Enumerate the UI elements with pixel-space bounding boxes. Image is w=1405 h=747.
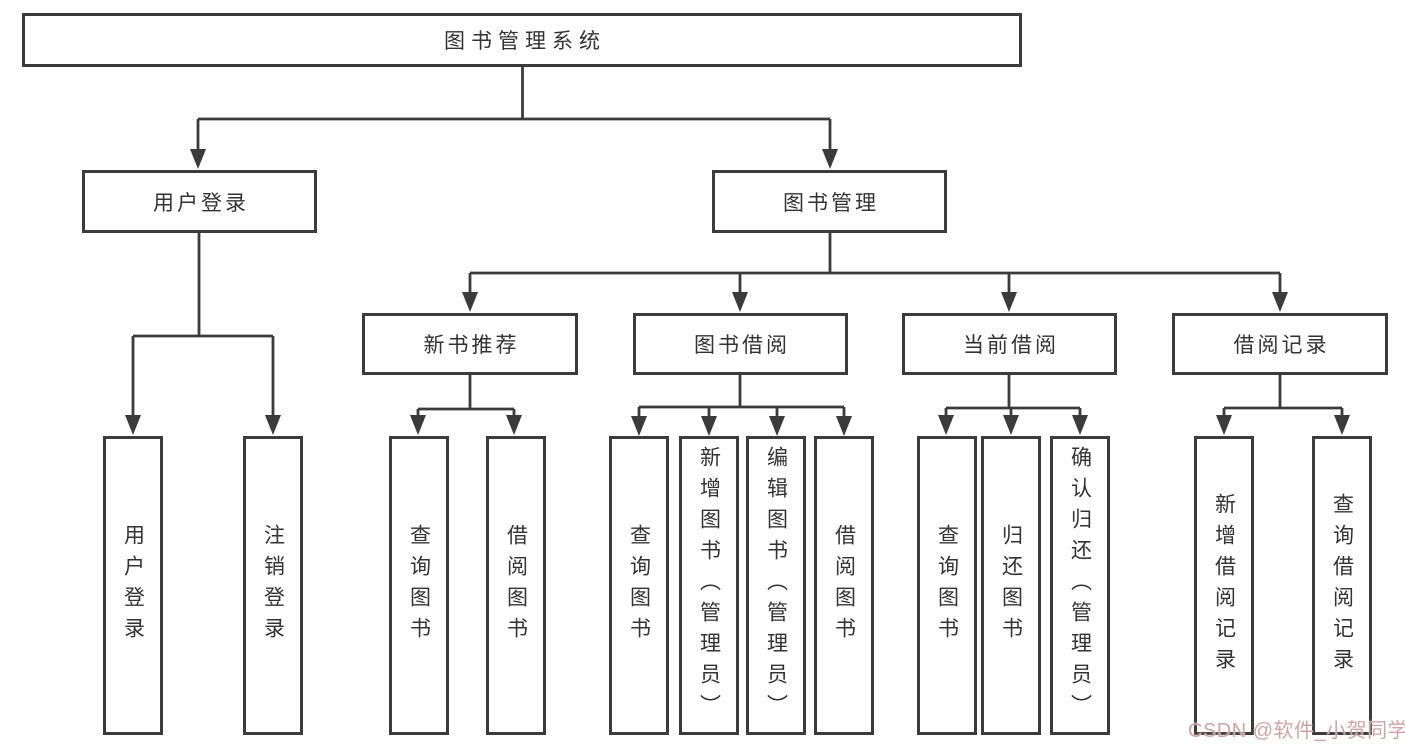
arrow-down-icon bbox=[190, 149, 206, 169]
arrow-down-icon bbox=[822, 149, 838, 169]
node-book-management: 图书管理 bbox=[712, 170, 947, 233]
leaf-recommend-borrow-book: 借阅图书 bbox=[486, 436, 546, 735]
node-user-login-branch-label: 用户登录 bbox=[153, 191, 249, 215]
node-borrow-record-label: 借阅记录 bbox=[1233, 334, 1330, 357]
leaf-recommend-query-book: 查询图书 bbox=[389, 436, 449, 735]
arrow-down-icon bbox=[732, 292, 748, 312]
arrow-down-icon bbox=[1001, 292, 1017, 312]
node-new-book-recommend: 新书推荐 bbox=[362, 313, 578, 375]
leaf-borrow-query-book-label: 查询图书 bbox=[627, 523, 651, 648]
arrow-down-icon bbox=[1216, 415, 1232, 435]
node-borrow-record: 借阅记录 bbox=[1172, 313, 1388, 375]
node-book-management-label: 图书管理 bbox=[783, 191, 879, 215]
leaf-borrow-query-book: 查询图书 bbox=[609, 436, 669, 735]
arrow-down-icon bbox=[701, 416, 717, 436]
leaf-edit-book-admin: 编辑图书（管理员） bbox=[746, 436, 806, 735]
arrow-down-icon bbox=[836, 416, 852, 436]
watermark: CSDN @软件_小贺同学 bbox=[1188, 720, 1405, 742]
leaf-confirm-return-admin: 确认归还（管理员） bbox=[1050, 436, 1110, 735]
arrow-down-icon bbox=[938, 415, 954, 435]
node-root-label: 图书管理系统 bbox=[444, 30, 606, 53]
leaf-borrow-book: 借阅图书 bbox=[814, 436, 874, 735]
leaf-add-book-admin-label: 新增图书（管理员） bbox=[697, 446, 721, 725]
arrow-down-icon bbox=[769, 416, 785, 436]
arrow-down-icon bbox=[410, 415, 426, 435]
node-user-login-branch: 用户登录 bbox=[82, 170, 317, 233]
leaf-confirm-return-admin-label: 确认归还（管理员） bbox=[1068, 446, 1092, 725]
leaf-return-book-label: 归还图书 bbox=[999, 523, 1023, 648]
arrow-down-icon bbox=[1334, 415, 1350, 435]
arrow-down-icon bbox=[1003, 415, 1019, 435]
leaf-query-borrow-record-label: 查询借阅记录 bbox=[1330, 492, 1354, 679]
leaf-add-borrow-record: 新增借阅记录 bbox=[1194, 436, 1254, 735]
leaf-query-borrow-record: 查询借阅记录 bbox=[1312, 436, 1372, 735]
arrow-down-icon bbox=[265, 415, 281, 435]
leaf-user-login-label: 用户登录 bbox=[121, 523, 145, 648]
arrow-down-icon bbox=[631, 416, 647, 436]
node-book-borrow: 图书借阅 bbox=[633, 313, 848, 375]
node-root: 图书管理系统 bbox=[22, 13, 1022, 67]
node-current-borrow: 当前借阅 bbox=[902, 313, 1117, 375]
leaf-recommend-query-book-label: 查询图书 bbox=[407, 523, 431, 648]
leaf-add-book-admin: 新增图书（管理员） bbox=[679, 436, 739, 735]
leaf-borrow-book-label: 借阅图书 bbox=[832, 523, 856, 648]
leaf-current-query-book-label: 查询图书 bbox=[935, 523, 959, 648]
leaf-add-borrow-record-label: 新增借阅记录 bbox=[1212, 492, 1236, 679]
leaf-logout: 注销登录 bbox=[243, 436, 303, 735]
leaf-recommend-borrow-book-label: 借阅图书 bbox=[504, 523, 528, 648]
leaf-return-book: 归还图书 bbox=[981, 436, 1041, 735]
leaf-current-query-book: 查询图书 bbox=[917, 436, 977, 735]
leaf-user-login: 用户登录 bbox=[103, 436, 163, 735]
arrow-down-icon bbox=[125, 415, 141, 435]
arrow-down-icon bbox=[506, 415, 522, 435]
arrow-down-icon bbox=[1072, 415, 1088, 435]
node-book-borrow-label: 图书借阅 bbox=[694, 334, 790, 357]
node-new-book-recommend-label: 新书推荐 bbox=[423, 334, 520, 357]
arrow-down-icon bbox=[462, 292, 478, 312]
leaf-logout-label: 注销登录 bbox=[261, 523, 285, 648]
arrow-down-icon bbox=[1272, 292, 1288, 312]
node-current-borrow-label: 当前借阅 bbox=[963, 334, 1059, 357]
leaf-edit-book-admin-label: 编辑图书（管理员） bbox=[764, 446, 788, 725]
